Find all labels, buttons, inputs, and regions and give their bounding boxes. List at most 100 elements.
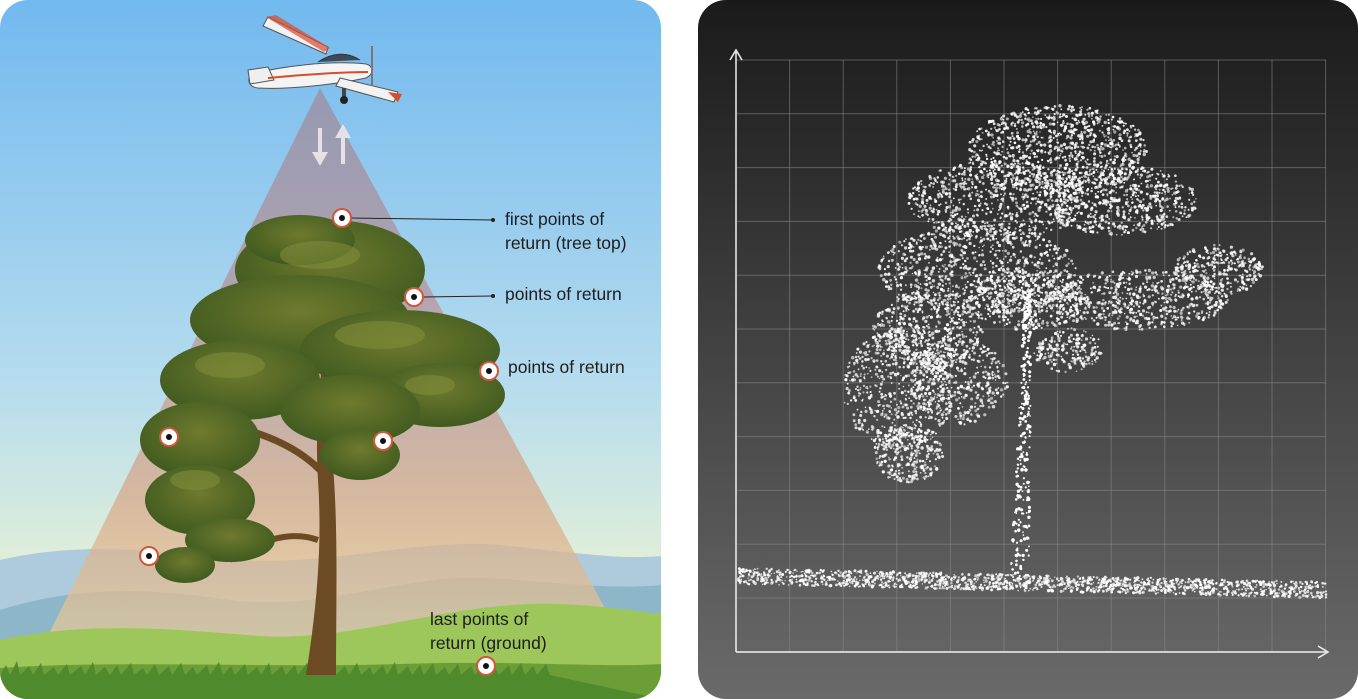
cloud-point	[1187, 311, 1191, 315]
cloud-point	[974, 251, 977, 254]
cloud-point	[1019, 210, 1023, 213]
cloud-point	[1031, 281, 1035, 285]
cloud-point	[958, 219, 961, 222]
cloud-point	[862, 391, 865, 394]
cloud-point	[917, 269, 921, 273]
cloud-point	[986, 230, 988, 233]
cloud-point	[1193, 262, 1196, 265]
cloud-point	[1207, 256, 1211, 259]
cloud-point	[1249, 284, 1253, 288]
cloud-point	[935, 265, 938, 268]
cloud-point	[1138, 222, 1141, 225]
cloud-point	[1051, 187, 1055, 191]
cloud-point	[1003, 186, 1007, 190]
cloud-point	[1101, 131, 1104, 134]
cloud-point	[1184, 272, 1187, 275]
cloud-point	[948, 282, 951, 285]
cloud-point	[1088, 143, 1091, 146]
cloud-point	[1207, 316, 1210, 319]
cloud-point	[1068, 145, 1072, 149]
cloud-point	[1145, 208, 1149, 212]
cloud-point	[1131, 183, 1136, 187]
cloud-point	[968, 309, 972, 312]
cloud-point	[925, 325, 928, 328]
cloud-point	[893, 408, 897, 412]
cloud-point	[956, 258, 960, 261]
cloud-point	[870, 357, 873, 360]
cloud-point	[1058, 217, 1061, 221]
cloud-point	[1152, 315, 1156, 319]
cloud-point	[1114, 182, 1118, 186]
cloud-point	[1012, 159, 1016, 163]
cloud-point	[1161, 292, 1164, 295]
cloud-point	[945, 313, 948, 317]
cloud-point	[938, 302, 941, 305]
cloud-point	[1138, 328, 1141, 331]
cloud-point	[906, 269, 909, 272]
cloud-point	[1006, 234, 1009, 238]
cloud-point	[1186, 293, 1191, 297]
cloud-point	[1093, 170, 1096, 173]
cloud-point	[1037, 166, 1040, 169]
cloud-point	[1088, 301, 1092, 305]
cloud-point	[978, 254, 981, 257]
cloud-point	[942, 377, 945, 380]
cloud-point	[913, 213, 916, 216]
cloud-point	[862, 366, 865, 370]
cloud-point	[1045, 267, 1048, 270]
cloud-point	[1026, 129, 1030, 134]
cloud-point	[1048, 259, 1051, 262]
cloud-point	[906, 257, 909, 260]
cloud-point	[1026, 118, 1029, 122]
cloud-point	[1103, 135, 1106, 138]
cloud-point	[1110, 301, 1113, 304]
cloud-point	[975, 194, 977, 197]
cloud-point	[941, 188, 945, 192]
cloud-point	[890, 283, 893, 286]
cloud-point	[1175, 191, 1179, 194]
cloud-point	[891, 443, 895, 447]
cloud-point	[1139, 149, 1142, 153]
cloud-point	[1008, 144, 1011, 147]
cloud-point	[1128, 301, 1131, 304]
cloud-point	[1073, 184, 1077, 188]
cloud-point	[964, 234, 967, 237]
cloud-point	[1108, 203, 1112, 206]
cloud-point	[941, 190, 945, 194]
cloud-point	[1020, 172, 1022, 174]
cloud-point	[935, 325, 938, 328]
cloud-point	[1229, 285, 1232, 288]
cloud-point	[976, 208, 980, 212]
cloud-point	[965, 182, 968, 185]
cloud-point	[1018, 179, 1021, 183]
cloud-point	[880, 323, 884, 326]
cloud-point	[1039, 244, 1042, 247]
cloud-point	[945, 306, 948, 309]
cloud-point	[1120, 221, 1123, 224]
cloud-point	[963, 167, 966, 170]
cloud-point	[1107, 152, 1111, 155]
cloud-point	[881, 319, 883, 322]
cloud-point	[986, 207, 990, 210]
cloud-point	[1107, 222, 1110, 225]
cloud-point	[1178, 256, 1181, 260]
cloud-point	[1018, 150, 1021, 153]
cloud-point	[1074, 214, 1077, 217]
cloud-point	[942, 222, 945, 225]
cloud-point	[925, 296, 928, 300]
cloud-point	[1000, 302, 1003, 305]
cloud-point	[992, 186, 995, 189]
cloud-point	[1012, 156, 1015, 159]
cloud-point	[1070, 107, 1073, 110]
cloud-point	[1040, 186, 1043, 189]
cloud-point	[961, 177, 964, 180]
cloud-point	[1092, 167, 1095, 171]
cloud-point	[920, 183, 923, 186]
cloud-point	[1070, 141, 1075, 145]
cloud-point	[1000, 164, 1003, 167]
cloud-point	[1011, 245, 1015, 249]
cloud-point	[1100, 271, 1104, 275]
cloud-point	[1137, 189, 1141, 192]
cloud-point	[1081, 194, 1084, 197]
cloud-point	[1208, 311, 1211, 313]
